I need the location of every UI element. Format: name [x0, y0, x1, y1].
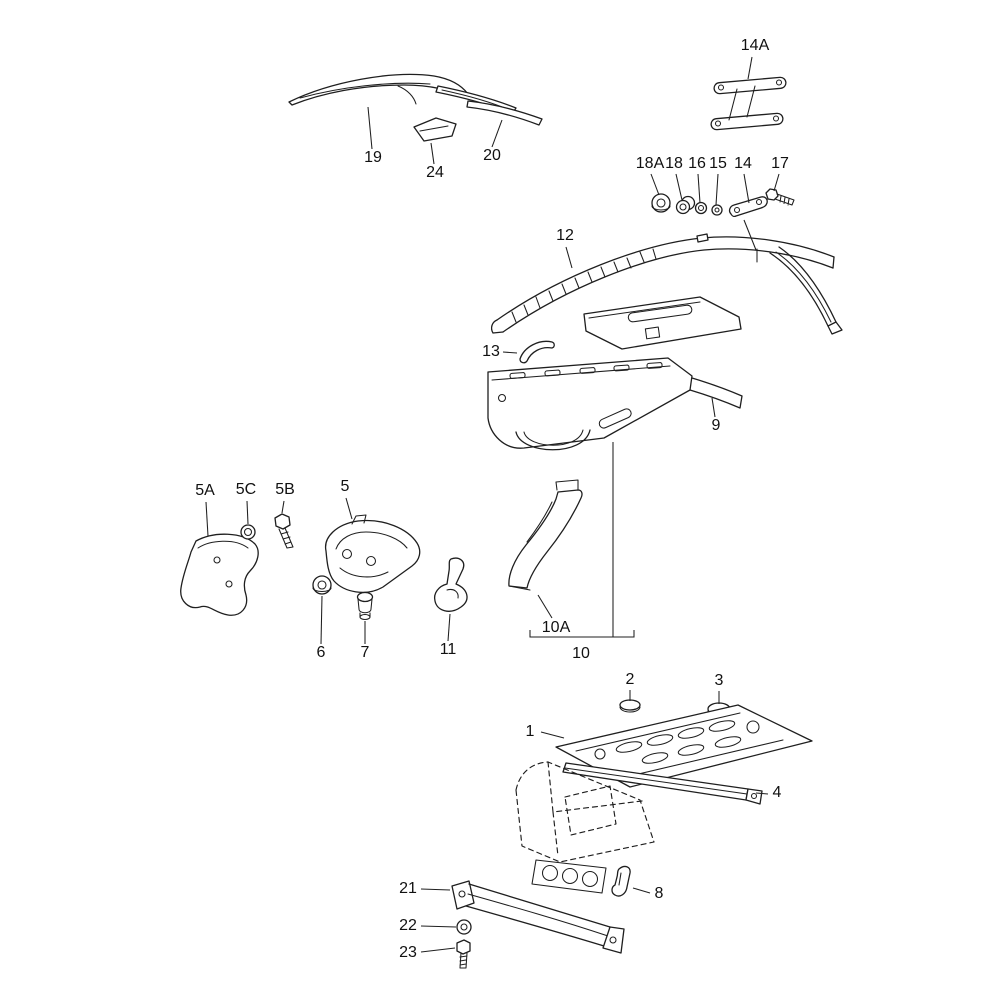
part-14a-bracket: [710, 76, 787, 131]
part-24-bracket: [413, 117, 457, 142]
part-23-bolt: [456, 939, 471, 969]
leader-line-11: [447, 613, 451, 642]
part-label-9: 9: [712, 417, 721, 434]
part-label-10: 10: [572, 645, 590, 662]
part-label-5C: 5C: [236, 481, 256, 498]
part-label-23: 23: [399, 944, 417, 961]
part-label-20: 20: [483, 147, 501, 164]
leader-line-9: [711, 397, 716, 418]
leader-line-6: [320, 595, 323, 645]
part-18a-buffer: [651, 193, 671, 213]
part-label-4: 4: [773, 784, 782, 801]
part-16-washer: [694, 201, 708, 215]
leader-line-18A: [650, 173, 660, 196]
part-2-grommet: [619, 699, 641, 713]
part-label-1: 1: [526, 723, 535, 740]
leader-line-10A: [537, 594, 553, 619]
part-label-22: 22: [399, 917, 417, 934]
part-10a-pillar: [508, 479, 583, 591]
part-22-washer: [456, 919, 472, 935]
part-label-11: 11: [440, 641, 457, 658]
leader-line-24: [430, 142, 435, 165]
leader-line-19: [367, 106, 373, 150]
part-21-crossmember: [451, 880, 625, 954]
part-12-windshield-frame: [490, 233, 843, 335]
leader-line-14: [743, 173, 750, 204]
part-label-13: 13: [482, 343, 500, 360]
part-label-18: 18: [665, 155, 683, 172]
body-outline-dashed: [515, 761, 655, 894]
part-7-plug: [356, 591, 374, 621]
part-label-10A: 10A: [542, 619, 571, 636]
part-label-7: 7: [361, 644, 370, 661]
part-label-18A: 18A: [636, 155, 665, 172]
leader-line-12: [565, 246, 573, 269]
leader-line-17: [773, 173, 780, 192]
group-bracket-10: [529, 442, 635, 638]
part-label-3: 3: [715, 672, 724, 689]
part-5c-nut: [240, 524, 256, 540]
part-11-bracket: [433, 557, 468, 612]
part-20-trim-strip: [466, 100, 543, 126]
leader-line-13: [502, 351, 518, 354]
leader-line-16: [697, 173, 701, 204]
part-label-5: 5: [341, 478, 350, 495]
part-label-17: 17: [771, 155, 789, 172]
part-label-19: 19: [364, 149, 382, 166]
part-label-14A: 14A: [741, 37, 770, 54]
leader-line-1: [540, 731, 565, 739]
part-label-5A: 5A: [195, 482, 215, 499]
part-label-2: 2: [626, 671, 635, 688]
part-label-6: 6: [317, 644, 326, 661]
part-9-cowl-assembly: [487, 296, 743, 451]
leader-line-22: [420, 925, 457, 928]
part-label-24: 24: [426, 164, 444, 181]
leader-line-14A: [747, 56, 753, 80]
leader-line-15: [715, 173, 719, 206]
part-label-21: 21: [399, 880, 417, 897]
part-8-bracket: [611, 865, 631, 897]
leader-line-18: [675, 173, 683, 201]
part-14-link: [728, 196, 768, 251]
leader-line-23: [420, 947, 456, 953]
part-label-15: 15: [709, 155, 727, 172]
part-label-16: 16: [688, 155, 706, 172]
leader-line-5A: [205, 501, 209, 537]
part-13-clip: [519, 340, 555, 364]
leader-line-21: [420, 888, 451, 891]
part-5a-panel: [180, 533, 259, 616]
part-18-washer: [675, 195, 696, 215]
leader-line-5C: [246, 500, 249, 525]
leader-line-4: [755, 792, 769, 795]
part-label-8: 8: [655, 885, 664, 902]
part-6-grommet: [312, 575, 332, 595]
leader-line-8: [632, 887, 651, 894]
leader-line-20: [491, 119, 503, 148]
part-label-5B: 5B: [275, 481, 295, 498]
part-5-bracket: [325, 514, 421, 594]
part-15-washer: [711, 204, 723, 216]
part-5b-bolt: [274, 513, 294, 549]
part-label-14: 14: [734, 155, 752, 172]
part-label-12: 12: [556, 227, 574, 244]
leader-line-5B: [281, 500, 285, 514]
part-17-bolt: [765, 188, 795, 206]
leader-line-5: [345, 497, 353, 520]
